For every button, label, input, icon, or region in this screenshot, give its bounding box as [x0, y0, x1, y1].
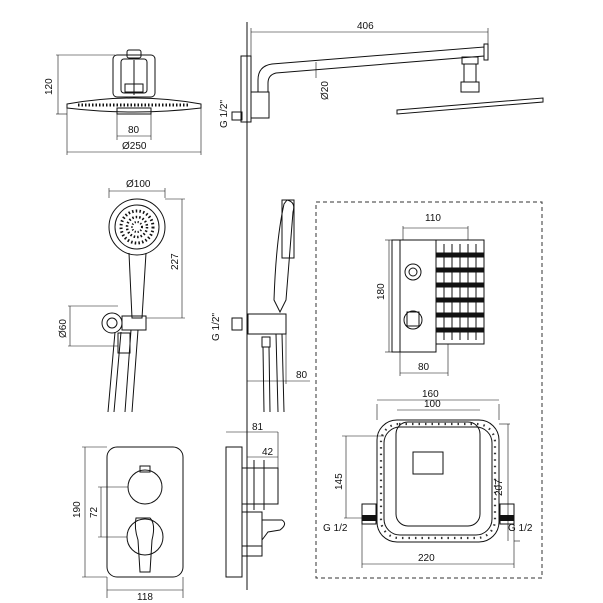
dim-head-height: 120 [44, 54, 115, 115]
thread-left-label: G 1/2 [323, 523, 348, 534]
dim-hand-diameter-label: Ø100 [126, 179, 151, 190]
dim-box-depth-label: 80 [418, 362, 430, 373]
dim-holder-depth: 80 [247, 334, 310, 384]
dim-plate-height-right: 207 [494, 423, 520, 542]
dim-plate-inner: 100 [397, 399, 480, 411]
dim-mixer-width-label: 118 [137, 592, 153, 603]
dim-plate-outer: 160 [376, 389, 500, 420]
dim-box-width-label: 110 [425, 213, 441, 224]
concealed-box-ribs [436, 244, 484, 340]
mounting-plate-holes [379, 422, 497, 540]
dim-head-inner: 80 [116, 114, 152, 140]
dim-box-width: 110 [402, 213, 469, 240]
shower-arm-side-view [231, 43, 544, 123]
dim-arm-diameter-label: Ø20 [320, 81, 331, 100]
dim-mixer-height: 190 [72, 446, 107, 578]
hand-shower-nozzles [119, 209, 155, 245]
dim-holder-diameter: Ø60 [58, 305, 118, 347]
dim-mixer-depth-label: 81 [252, 422, 264, 433]
dim-head-height-label: 120 [44, 78, 55, 95]
dim-plate-width: 220 [361, 524, 515, 568]
dim-box-height: 180 [376, 239, 392, 353]
dim-plate-height-left-label: 145 [334, 473, 345, 490]
thread-right-label: G 1/2 [508, 523, 533, 534]
dim-hand-length: 227 [146, 198, 185, 319]
thread-top-label: G 1/2" [219, 100, 230, 128]
dim-box-depth: 80 [399, 344, 449, 376]
dim-plate-outer-label: 160 [422, 389, 439, 400]
hand-shower-side-view [231, 199, 295, 413]
mounting-plate-view [361, 419, 515, 543]
dim-holder-diameter-label: Ø60 [58, 319, 69, 338]
dim-mixer-width: 118 [106, 577, 184, 603]
dim-head-inner-label: 80 [128, 125, 140, 136]
dim-plate-height-left: 145 [334, 435, 384, 519]
dim-plate-width-label: 220 [418, 553, 435, 564]
dim-head-diameter-label: Ø250 [122, 141, 147, 152]
dim-holder-depth-label: 80 [296, 370, 308, 381]
install-box-frame [315, 201, 543, 579]
dim-mixer-inner-label: 72 [89, 506, 100, 518]
dim-arm-length: 406 [250, 21, 489, 56]
dim-plate-height-right-label: 207 [494, 479, 505, 496]
mixer-side-view [225, 446, 286, 578]
dim-mixer-depth-inner-label: 42 [262, 447, 274, 458]
mixer-front-view [106, 446, 184, 578]
concealed-box-front-view [391, 239, 485, 353]
dim-hand-diameter: Ø100 [108, 179, 166, 198]
dim-arm-length-label: 406 [357, 21, 374, 32]
hand-shower-front-view [101, 198, 166, 413]
dim-box-height-label: 180 [376, 283, 387, 300]
dim-plate-inner-label: 100 [424, 399, 441, 410]
dim-arm-diameter: Ø20 [315, 62, 331, 100]
dim-mixer-inner: 72 [89, 486, 128, 538]
dim-mixer-depth: 81 [226, 422, 279, 468]
thread-mid-label: G 1/2" [211, 313, 222, 341]
dim-mixer-height-label: 190 [72, 501, 83, 518]
dim-mixer-depth-inner: 42 [247, 447, 278, 458]
shower-head-front-view [66, 49, 202, 115]
dim-hand-length-label: 227 [170, 253, 181, 270]
dim-head-diameter: Ø250 [66, 108, 202, 155]
